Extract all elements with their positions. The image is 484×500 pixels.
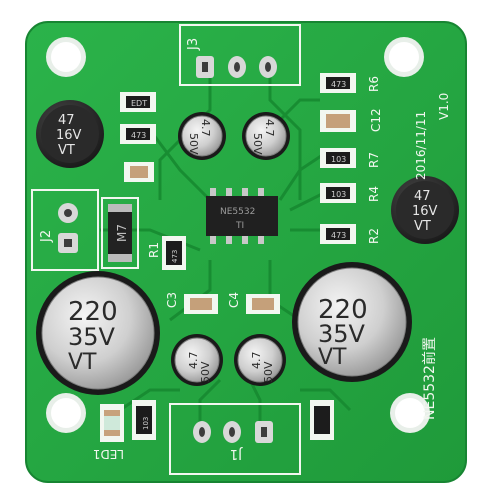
board-date: 2016/11/11: [414, 111, 428, 180]
smd-r-103-a: 103: [320, 148, 356, 168]
smd-473-d-text: 473: [171, 250, 179, 263]
j3-label: J3: [186, 38, 201, 51]
cap-mid-left: 47 16V VT: [36, 100, 104, 168]
smd-r-473-c: 473: [320, 224, 356, 244]
cap-small-bl-l1: 4.7: [187, 352, 200, 370]
cap-small-tl-l2: 50V: [187, 133, 200, 155]
led-label: LED1: [93, 447, 124, 461]
mounting-holes: [46, 37, 430, 433]
led1: [100, 404, 124, 442]
j1-label: J1: [230, 446, 243, 461]
smd-473-b-text: 473: [331, 80, 346, 89]
label-c12: C12: [369, 108, 383, 132]
cap-small-tr: 4.7 50V: [242, 112, 290, 160]
cap-mid-right-l3: VT: [414, 219, 431, 234]
cap-big-right-l1: 220: [318, 295, 368, 325]
ic-line1: NE5532: [220, 207, 255, 217]
cap-mid-right: 47 16V VT: [391, 176, 459, 244]
smd-473-c-text: 473: [331, 231, 346, 240]
label-r6: R6: [367, 76, 381, 92]
j2-header: [31, 189, 99, 271]
smd-r-103-b: 103: [320, 183, 356, 203]
smd-103-a-text: 103: [331, 155, 346, 164]
cap-mid-left-l2: 16V: [56, 128, 82, 143]
ic-line2: TI: [235, 221, 244, 231]
cap-big-left-l2: 35V: [68, 323, 116, 351]
diode-label: M7: [115, 224, 129, 242]
cap-big-right-l3: VT: [318, 345, 347, 370]
diode-m7: [101, 197, 139, 269]
cap-mid-right-l1: 47: [414, 189, 431, 204]
cap-big-right: 220 35V VT: [292, 262, 412, 382]
smd-edt-text: EDT: [131, 99, 147, 108]
label-c3: C3: [165, 292, 179, 308]
cap-small-br: 4.7 50V: [234, 334, 286, 386]
smd-r-473-a: 473: [120, 124, 156, 144]
cap-small-bl-l2: 50V: [199, 361, 212, 383]
cap-big-left-l1: 220: [68, 297, 118, 327]
cap-mid-right-l2: 16V: [412, 204, 438, 219]
cap-small-tr-l1: 4.7: [263, 119, 276, 137]
cap-small-tl-l1: 4.7: [199, 119, 212, 137]
cap-big-left: 220 35V VT: [36, 271, 160, 395]
smd-103-b-text: 103: [331, 190, 346, 199]
smd-r-473-b: 473: [320, 73, 356, 93]
smd-parts: EDT 473 473 103 103 473: [120, 73, 356, 440]
smd-r-edt: EDT: [120, 92, 156, 112]
cap-big-left-l3: VT: [68, 350, 97, 375]
label-c4: C4: [227, 292, 241, 308]
label-r4: R4: [367, 186, 381, 202]
board-title: NE5532前置: [421, 337, 438, 420]
smd-103-c-text: 103: [142, 417, 150, 430]
cap-big-right-l2: 35V: [318, 320, 366, 348]
cap-small-tl: 4.7 50V: [178, 112, 226, 160]
cap-small-bl: 4.7 50V: [171, 334, 223, 386]
j2-label: J2: [39, 230, 54, 243]
cap-mid-left-l1: 47: [58, 113, 75, 128]
smd-r-103-c: 103: [132, 400, 156, 440]
smd-473-a-text: 473: [131, 131, 146, 140]
cap-small-tr-l2: 50V: [251, 133, 264, 155]
cap-small-br-l2: 50V: [262, 361, 275, 383]
ic-ne5532: NE5532 TI: [206, 188, 278, 244]
label-r1: R1: [147, 242, 161, 258]
label-r2: R2: [367, 228, 381, 244]
board-version: V1.0: [437, 93, 451, 120]
j1-header: [169, 403, 301, 475]
j3-header: [179, 24, 301, 86]
label-r7: R7: [367, 152, 381, 168]
cap-mid-left-l3: VT: [58, 143, 75, 158]
cap-small-br-l1: 4.7: [250, 352, 263, 370]
smd-r-473-d: 473: [162, 236, 186, 270]
